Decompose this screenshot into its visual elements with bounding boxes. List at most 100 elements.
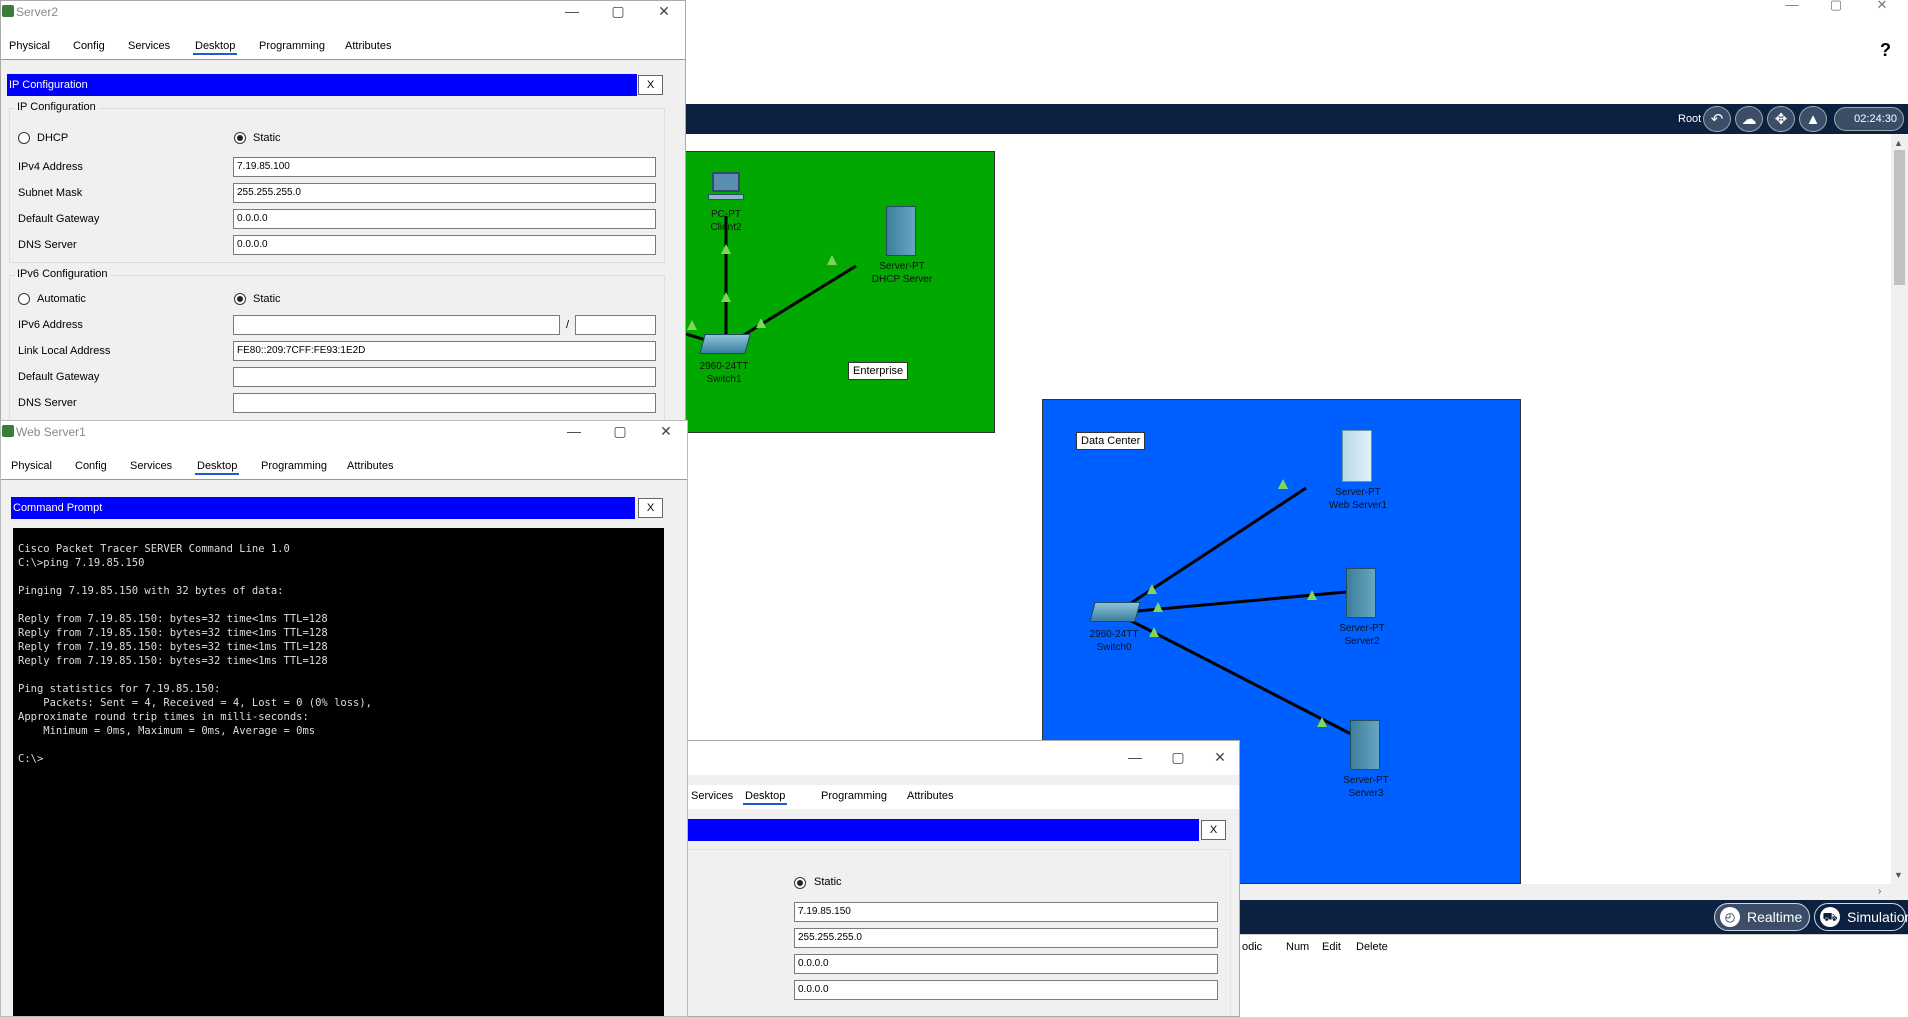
pc-icon[interactable] (708, 172, 744, 202)
canvas-toolbar: Root ↶ ☁ ✥ ▲ 02:24:30 (686, 104, 1908, 134)
link-light-icon (756, 318, 766, 328)
server2-icon[interactable] (1346, 568, 1376, 618)
ipv4-address-input[interactable]: 7.19.85.100 (233, 157, 656, 177)
help-icon[interactable]: ? (1880, 40, 1891, 60)
link-light-icon (1278, 479, 1288, 489)
panel-close-button[interactable]: X (1201, 820, 1226, 840)
enterprise-label[interactable]: Enterprise (848, 362, 909, 380)
server3-icon[interactable] (1350, 720, 1380, 770)
simulation-label: Simulation (1847, 909, 1908, 925)
minimize-icon[interactable]: — (1785, 0, 1799, 12)
ipv4-group-label: IP Configuration (15, 101, 98, 113)
cloud-icon[interactable]: ☁ (1735, 106, 1763, 132)
clock-display: 02:24:30 (1834, 107, 1904, 131)
panel-title: IP Configuration (9, 79, 88, 91)
ipv6-address-input[interactable] (233, 315, 560, 335)
close-icon[interactable]: ✕ (1214, 749, 1226, 765)
switch1-label: 2960-24TT Switch1 (699, 361, 749, 385)
panel-close-button[interactable]: X (638, 498, 663, 518)
tab-config[interactable]: Config (73, 40, 105, 52)
back-icon[interactable]: ↶ (1703, 106, 1731, 132)
root-label[interactable]: Root (1678, 113, 1702, 125)
scroll-up-icon[interactable]: ▲ (1894, 138, 1903, 148)
ipv6-gateway-label: Default Gateway (18, 371, 100, 383)
simulation-button[interactable]: ⛟Simulation (1814, 903, 1908, 931)
tab-attributes[interactable]: Attributes (347, 460, 394, 472)
static-radio[interactable] (234, 132, 246, 144)
dns-server-input[interactable]: 0.0.0.0 (233, 235, 656, 255)
switch0-label: 2960-24TT Switch0 (1089, 629, 1139, 653)
subnet-mask-input[interactable]: 255.255.255.0 (233, 183, 656, 203)
static-radio[interactable] (794, 877, 806, 889)
panel-header: IP Configuration (7, 74, 637, 96)
ipv6-gateway-input[interactable] (233, 367, 656, 387)
vertical-scroll-thumb[interactable] (1894, 150, 1905, 285)
close-icon[interactable]: ✕ (1876, 0, 1888, 12)
subnet-mask-input[interactable]: 255.255.255.0 (794, 928, 1218, 948)
app-icon (2, 425, 14, 437)
ipv6-static-radio[interactable] (234, 293, 246, 305)
tab-desktop[interactable]: Desktop (195, 459, 240, 475)
switch1-icon[interactable] (699, 334, 751, 354)
link-light-icon (1317, 717, 1327, 727)
tab-desktop[interactable]: Desktop (193, 39, 238, 55)
dns-server-input[interactable]: 0.0.0.0 (794, 980, 1218, 1000)
tab-services[interactable]: Services (130, 460, 173, 472)
maximize-icon[interactable]: ▢ (613, 423, 627, 439)
scroll-down-icon[interactable]: ▼ (1894, 870, 1903, 880)
web-server1-icon[interactable] (1342, 430, 1372, 482)
panel-header: Command Prompt (11, 497, 635, 519)
switch0-icon[interactable] (1089, 602, 1141, 622)
window-titlebar: — ▢ ✕ (675, 741, 1239, 775)
link-local-input[interactable]: FE80::209:7CFF:FE93:1E2D (233, 341, 656, 361)
dhcp-radio[interactable] (18, 132, 30, 144)
realtime-button[interactable]: ◴Realtime (1714, 903, 1810, 931)
link-light-icon (1307, 590, 1317, 600)
automatic-radio[interactable] (18, 293, 30, 305)
ipv6-prefix-input[interactable] (575, 315, 656, 335)
vertical-scrollbar[interactable] (1891, 134, 1908, 884)
ipv6-dns-label: DNS Server (18, 397, 77, 409)
tab-attributes[interactable]: Attributes (907, 790, 954, 802)
move-icon[interactable]: ✥ (1767, 106, 1795, 132)
tab-services[interactable]: Services (691, 790, 734, 802)
panel-close-button[interactable]: X (638, 75, 663, 95)
ipv4-address-input[interactable]: 7.19.85.150 (794, 902, 1218, 922)
tab-programming[interactable]: Programming (261, 460, 328, 472)
link-switch0-server3 (1115, 611, 1352, 736)
default-gateway-input[interactable]: 0.0.0.0 (233, 209, 656, 229)
tab-services[interactable]: Services (128, 40, 171, 52)
default-gateway-label: Default Gateway (18, 213, 100, 225)
pdu-col-edit: Edit (1322, 941, 1341, 953)
tab-physical[interactable]: Physical (9, 40, 50, 52)
dhcp-server-icon[interactable] (886, 206, 916, 256)
tab-programming[interactable]: Programming (821, 790, 888, 802)
viewport-icon[interactable]: ▲ (1799, 106, 1827, 132)
tab-config[interactable]: Config (75, 460, 107, 472)
close-icon[interactable]: ✕ (660, 423, 672, 439)
ipv6-group-label: IPv6 Configuration (15, 268, 110, 280)
tab-desktop[interactable]: Desktop (743, 789, 788, 805)
ipv6-address-label: IPv6 Address (18, 319, 83, 331)
scroll-right-icon[interactable]: › (1878, 886, 1882, 897)
server2-label: Server-PT Server2 (1339, 623, 1385, 647)
ipv4-address-label: IPv4 Address (18, 161, 83, 173)
prefix-separator: / (566, 319, 570, 331)
maximize-icon[interactable]: ▢ (1171, 749, 1185, 765)
link-local-label: Link Local Address (18, 345, 111, 357)
ipv6-static-label: Static (253, 293, 281, 305)
minimize-icon[interactable]: — (1128, 749, 1142, 765)
default-gateway-input[interactable]: 0.0.0.0 (794, 954, 1218, 974)
topology-links (686, 216, 1352, 736)
maximize-icon[interactable]: ▢ (1829, 0, 1843, 12)
minimize-icon[interactable]: — (565, 3, 579, 19)
tab-attributes[interactable]: Attributes (345, 40, 392, 52)
ipv6-dns-input[interactable] (233, 393, 656, 413)
close-icon[interactable]: ✕ (658, 3, 670, 19)
minimize-icon[interactable]: — (567, 423, 581, 439)
tab-programming[interactable]: Programming (259, 40, 326, 52)
datacenter-label[interactable]: Data Center (1076, 432, 1146, 450)
maximize-icon[interactable]: ▢ (611, 3, 625, 19)
tab-physical[interactable]: Physical (11, 460, 52, 472)
command-prompt-terminal[interactable]: Cisco Packet Tracer SERVER Command Line … (13, 528, 664, 1016)
